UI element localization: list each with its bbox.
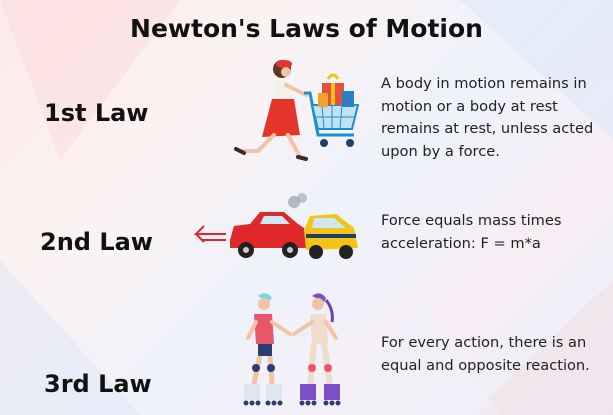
law-3-heading: 3rd Law bbox=[44, 370, 152, 398]
law-2-line: Force equals mass times bbox=[381, 212, 562, 229]
law-1-line: remains at rest, unless acted bbox=[381, 120, 594, 137]
law-1-description: A body in motion remains in motion or a … bbox=[381, 73, 593, 163]
roller-skaters-illustration bbox=[243, 293, 341, 406]
law-1-heading: 1st Law bbox=[44, 99, 149, 127]
law-3-description: For every action, there is an equal and … bbox=[381, 332, 590, 377]
law-2-line: acceleration: F = m*a bbox=[381, 234, 541, 252]
law-3-line: equal and opposite reaction. bbox=[381, 356, 590, 374]
law-2-heading: 2nd Law bbox=[40, 228, 153, 256]
law-3-line: For every action, there is an bbox=[381, 334, 587, 351]
shopping-cart-illustration bbox=[234, 60, 360, 161]
law-1-line: upon by a force. bbox=[381, 142, 500, 160]
law-1-line: motion or a body at rest bbox=[381, 97, 558, 115]
page-title: Newton's Laws of Motion bbox=[130, 14, 483, 43]
law-1-line: A body in motion remains in bbox=[381, 75, 587, 92]
law-2-description: Force equals mass times acceleration: F … bbox=[381, 210, 561, 255]
car-collision-illustration bbox=[193, 193, 358, 259]
